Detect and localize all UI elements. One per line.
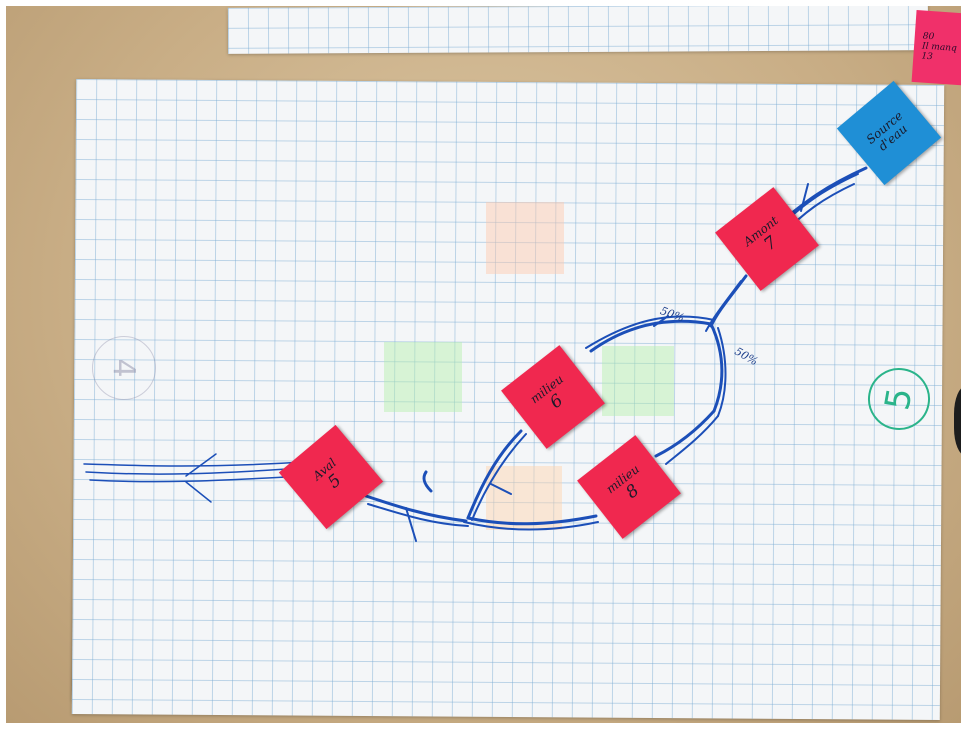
ghost-note-mark <box>384 342 462 412</box>
source-label: Source d'eau <box>863 108 910 154</box>
ghost-note-mark <box>486 202 564 274</box>
dark-object-edge <box>954 386 961 456</box>
group-number: 5 <box>877 384 921 414</box>
ghost-note-mark <box>486 466 562 530</box>
faint-number: 4 <box>106 358 142 378</box>
photo-frame: 80 Il manq 13 <box>6 6 961 723</box>
ghost-note-mark <box>602 346 674 416</box>
faint-number-circle: 4 <box>92 336 156 400</box>
